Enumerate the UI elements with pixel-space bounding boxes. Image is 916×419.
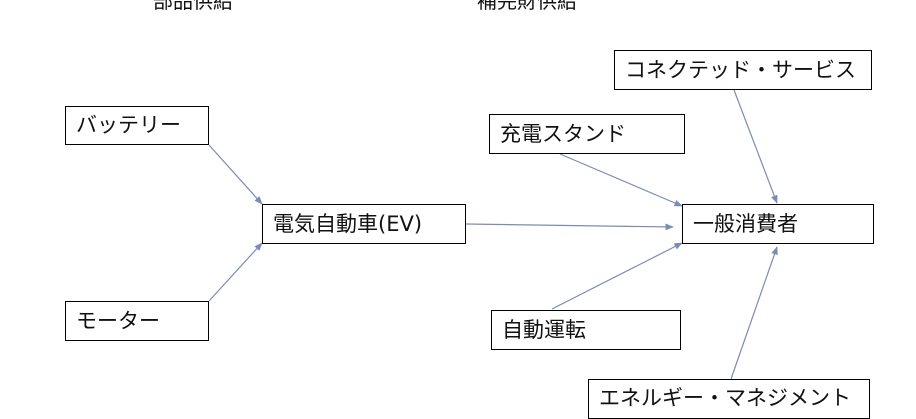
node-battery: バッテリー	[65, 106, 209, 145]
node-autonomous-driving-label: 自動運転	[502, 317, 586, 342]
connector-arrows	[208, 89, 778, 380]
arrow-connected-services-to-consumer	[733, 89, 778, 204]
complement-supply-heading: 補完財供給	[477, 0, 577, 13]
node-connected-services: コネクテッド・サービス	[614, 50, 872, 90]
node-motor: モーター	[65, 301, 209, 341]
arrow-charging-stand-to-consumer	[559, 153, 683, 207]
node-connected-services-label: コネクテッド・サービス	[625, 57, 856, 82]
arrow-battery-to-ev	[208, 144, 263, 205]
node-autonomous-driving: 自動運転	[491, 310, 681, 350]
arrow-motor-to-ev	[208, 242, 263, 302]
diagram-canvas: { "headings": { "parts_supply": "部品供給", …	[65, 0, 874, 419]
node-energy-management-label: エネルギー・マネジメント	[599, 386, 851, 410]
arrow-autonomous-driving-to-consumer	[551, 242, 683, 310]
arrow-ev-to-consumer	[465, 223, 674, 231]
node-energy-management: エネルギー・マネジメント	[588, 379, 870, 419]
node-battery-label: バッテリー	[76, 113, 181, 137]
node-electric-vehicle: 電気自動車(EV)	[262, 204, 466, 244]
node-general-consumer: 一般消費者	[682, 204, 874, 244]
node-electric-vehicle-label: 電気自動車(EV)	[273, 211, 423, 236]
node-charging-stand: 充電スタンド	[489, 114, 685, 154]
parts-supply-heading: 部品供給	[153, 0, 233, 13]
node-motor-label: モーター	[76, 308, 160, 333]
node-charging-stand-label: 充電スタンド	[500, 121, 626, 146]
node-general-consumer-label: 一般消費者	[693, 211, 798, 236]
arrow-energy-management-to-consumer	[730, 246, 778, 380]
